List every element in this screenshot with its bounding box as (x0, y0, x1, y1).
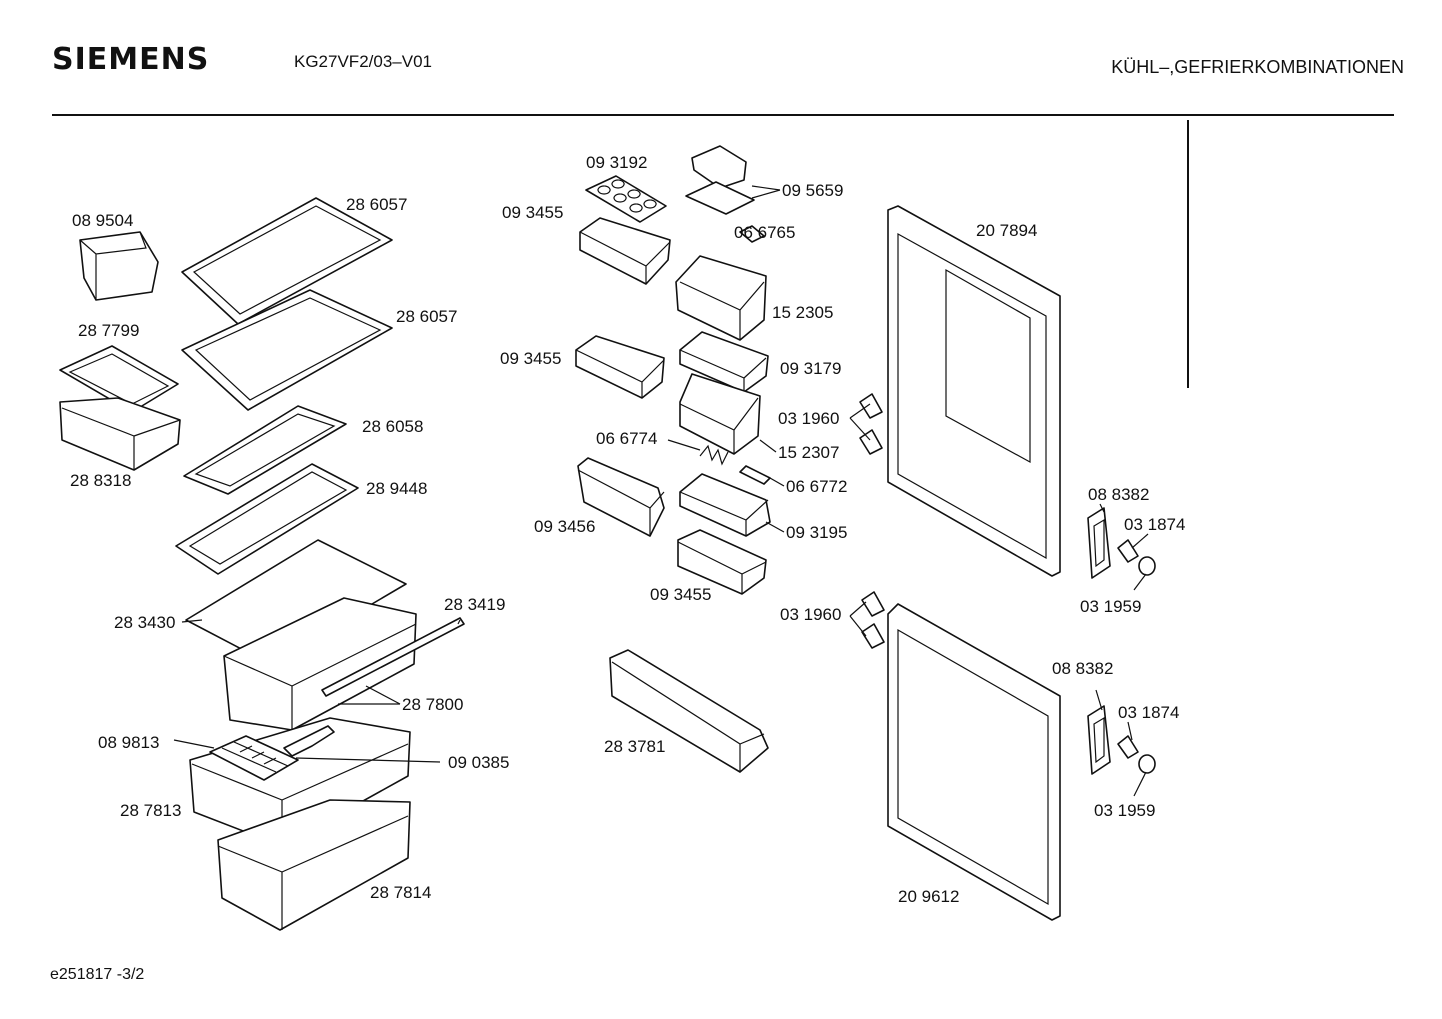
part-093455-bin-top (579, 217, 671, 285)
part-093455-bin-bottom (677, 529, 767, 595)
label-066772: 06 6772 (786, 477, 847, 496)
part-152307-bin (679, 373, 761, 455)
label-287814: 28 7814 (370, 883, 431, 902)
label-287813: 28 7813 (120, 801, 181, 820)
label-031959-upper: 03 1959 (1080, 597, 1141, 616)
part-031874-screw-lower (1117, 735, 1139, 759)
vertical-divider (1187, 120, 1189, 388)
label-089504: 08 9504 (72, 211, 133, 230)
part-286057-shelf-top (181, 197, 393, 325)
part-088382-handle-lower (1087, 705, 1111, 775)
part-207894-fridge-door (887, 205, 1061, 577)
label-031960-upper: 03 1960 (778, 409, 839, 428)
label-088382-lower: 08 8382 (1052, 659, 1113, 678)
part-287814-freezer-drawer (217, 799, 411, 931)
part-031959-washer-lower (1138, 754, 1156, 774)
label-093179: 09 3179 (780, 359, 841, 378)
label-089813: 08 9813 (98, 733, 159, 752)
label-088382-upper: 08 8382 (1088, 485, 1149, 504)
part-crisper-drawer (223, 597, 417, 731)
label-283781: 28 3781 (604, 737, 665, 756)
part-066765-screw (739, 225, 765, 243)
label-093192: 09 3192 (586, 153, 647, 172)
part-288318-box (59, 397, 181, 471)
part-031874-screw-upper (1117, 539, 1139, 563)
label-286057-middle: 28 6057 (396, 307, 457, 326)
part-283781-door-bin (609, 649, 769, 773)
part-152305-bin (675, 255, 767, 341)
label-283419: 28 3419 (444, 595, 505, 614)
label-031960-lower: 03 1960 (780, 605, 841, 624)
label-287800: 28 7800 (402, 695, 463, 714)
part-066772-pin (739, 465, 771, 485)
part-031960-hinge-pins-lower (861, 591, 885, 649)
category-title: KÜHL–,GEFRIERKOMBINATIONEN (1111, 57, 1404, 77)
part-283419-rod (321, 617, 465, 697)
leader-lines (173, 185, 1149, 797)
model-number: KG27VF2/03–V01 (294, 52, 432, 71)
part-286058-shelf (183, 405, 347, 495)
part-286057-shelf-middle (181, 289, 393, 411)
label-288318: 28 8318 (70, 471, 131, 490)
label-095659: 09 5659 (782, 181, 843, 200)
label-093195: 09 3195 (786, 523, 847, 542)
part-093455-bin-middle (575, 335, 665, 399)
part-031959-washer-upper (1138, 556, 1156, 576)
part-095659-butter-box (685, 145, 755, 215)
part-289448-frame (175, 463, 359, 575)
label-093455-top: 09 3455 (502, 203, 563, 222)
label-066765: 06 6765 (734, 223, 795, 242)
part-093195-bin (679, 473, 771, 537)
part-066774-spring (699, 444, 729, 466)
part-088382-handle-upper (1087, 507, 1111, 579)
label-031874-lower: 03 1874 (1118, 703, 1179, 722)
part-089504-box (79, 231, 159, 301)
label-286057-top: 28 6057 (346, 195, 407, 214)
label-093455-bottom: 09 3455 (650, 585, 711, 604)
header-divider (52, 114, 1394, 116)
drawing-code: e251817 -3/2 (50, 966, 145, 983)
label-031959-lower: 03 1959 (1094, 801, 1155, 820)
label-207894: 20 7894 (976, 221, 1037, 240)
part-031960-hinge-pins-upper (859, 393, 883, 455)
label-283430: 28 3430 (114, 613, 175, 632)
part-093192-egg-tray (585, 175, 667, 223)
part-093456-bin (577, 457, 665, 537)
part-090385-scraper (283, 725, 335, 757)
label-287799: 28 7799 (78, 321, 139, 340)
label-031874-upper: 03 1874 (1124, 515, 1185, 534)
label-286058: 28 6058 (362, 417, 423, 436)
brand-logo: SIEMENS (52, 42, 210, 77)
label-152307: 15 2307 (778, 443, 839, 462)
part-093179-bin (679, 331, 769, 393)
label-093456: 09 3456 (534, 517, 595, 536)
label-093455-middle: 09 3455 (500, 349, 561, 368)
label-152305: 15 2305 (772, 303, 833, 322)
label-289448: 28 9448 (366, 479, 427, 498)
label-209612: 20 9612 (898, 887, 959, 906)
label-066774: 06 6774 (596, 429, 657, 448)
part-089813-ice-tray (209, 735, 299, 781)
part-209612-freezer-door (887, 603, 1061, 921)
label-090385: 09 0385 (448, 753, 509, 772)
